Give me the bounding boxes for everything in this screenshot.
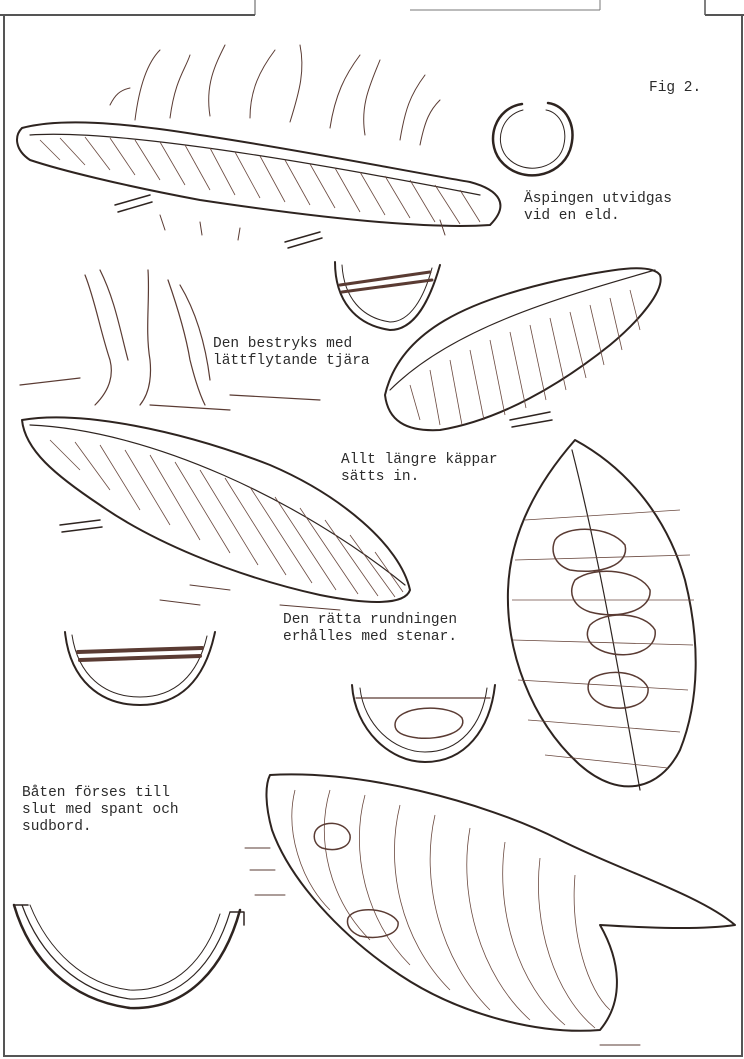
caption-stones: Den rätta rundningen erhålles med stenar… [283,612,457,646]
cross-section-5 [14,905,244,1008]
boat-with-rods-illustration [22,417,410,610]
caption-finish-line-3: sudbord. [22,819,92,835]
caption-stones-line-1: Den rätta rundningen [283,612,457,628]
cross-section-3 [65,632,215,705]
caption-tar-line-2: lättflytande tjära [213,353,370,369]
caption-expand: Äspingen utvidgas vid en eld. [524,191,672,225]
caption-tar: Den bestryks med lättflytande tjära [213,336,370,370]
caption-rods-line-2: sätts in. [341,469,419,485]
caption-finish: Båten förses till slut med spant och sud… [22,785,179,836]
caption-expand-line-2: vid en eld. [524,208,620,224]
finished-boat-illustration [245,774,735,1045]
caption-rods-line-1: Allt längre käppar [341,452,498,468]
caption-stones-line-2: erhålles med stenar. [283,629,457,645]
boat-tarred-illustration [385,268,661,430]
cross-section-2 [335,262,440,330]
caption-tar-line-1: Den bestryks med [213,336,352,352]
caption-expand-line-1: Äspingen utvidgas [524,191,672,207]
caption-finish-line-2: slut med spant och [22,802,179,818]
ring-cross-section [493,103,572,175]
boat-with-stones-illustration [508,440,696,790]
boat-over-fire-illustration [17,45,500,248]
cross-section-4 [352,685,495,762]
figure-label: Fig 2. [649,80,701,97]
caption-finish-line-1: Båten förses till [22,785,170,801]
caption-rods: Allt längre käppar sätts in. [341,452,498,486]
